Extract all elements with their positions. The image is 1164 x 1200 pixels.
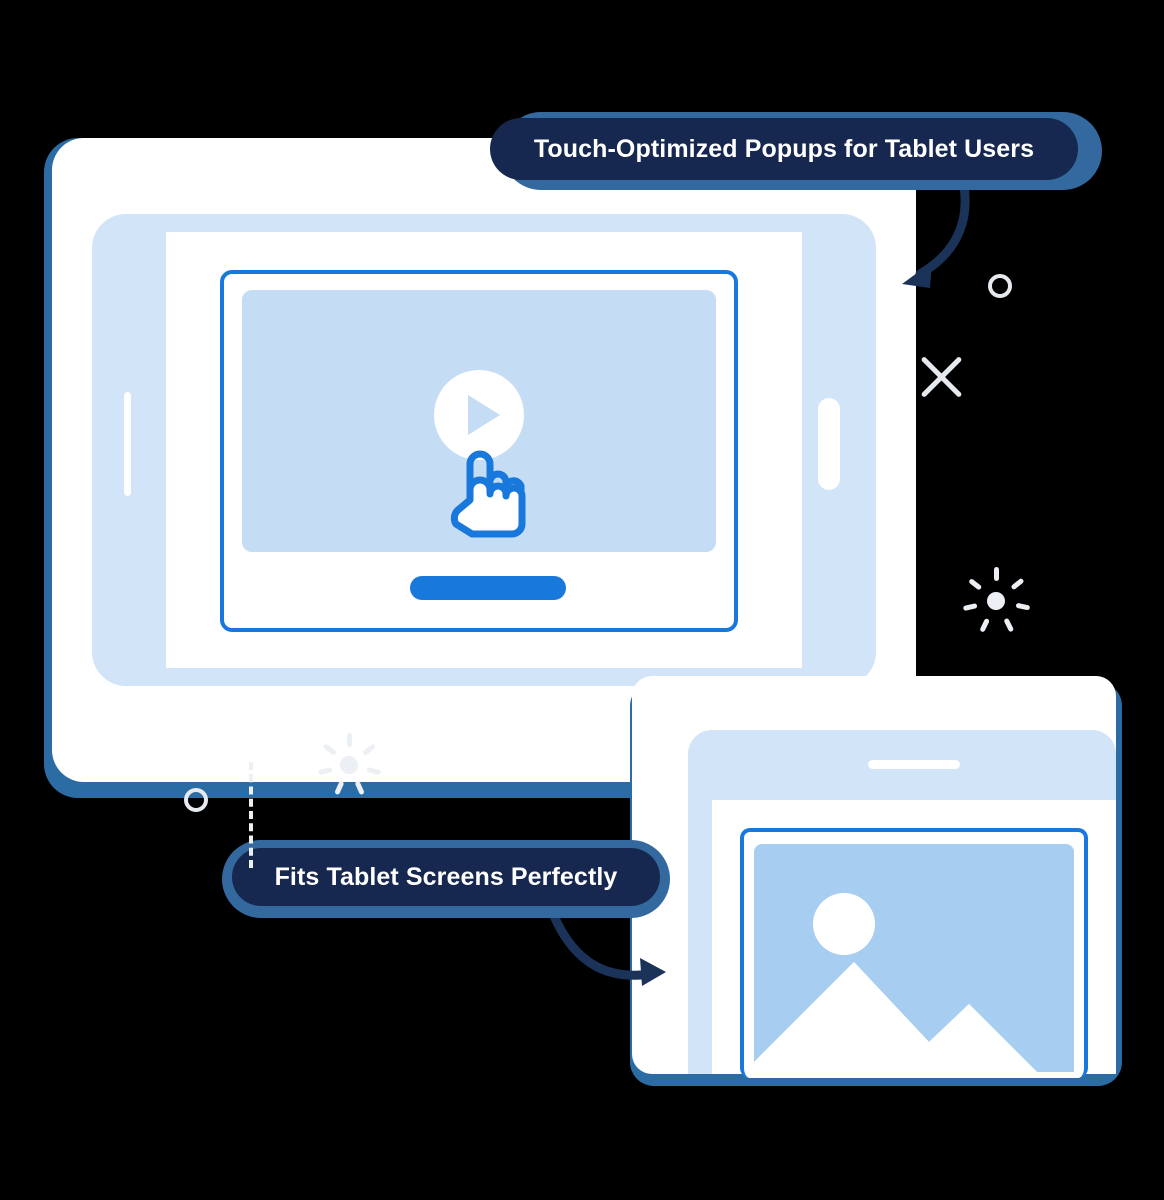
secondary-label-text: Fits Tablet Screens Perfectly — [274, 862, 618, 891]
tablet-popup-cta-button[interactable] — [410, 576, 566, 600]
sparkle-icon — [953, 558, 1039, 644]
primary-label-pill[interactable]: Touch-Optimized Popups for Tablet Users — [490, 118, 1078, 180]
curved-arrow-right-icon — [549, 911, 666, 986]
circle-outline-icon — [184, 788, 208, 812]
play-triangle-icon — [468, 395, 500, 435]
primary-label-text: Touch-Optimized Popups for Tablet Users — [533, 134, 1035, 163]
image-placeholder-icon — [754, 962, 1074, 1072]
dashed-connector-line — [249, 762, 253, 868]
phone-speaker-bar — [868, 760, 960, 769]
secondary-label-pill[interactable]: Fits Tablet Screens Perfectly — [232, 848, 660, 906]
sparkle-icon — [306, 722, 392, 808]
circle-outline-icon — [988, 274, 1012, 298]
tablet-left-indicator — [124, 392, 131, 496]
image-placeholder-sun-icon — [813, 893, 875, 955]
curved-arrow-down-left-icon — [902, 171, 970, 288]
hand-pointer-icon — [450, 450, 526, 538]
phone-popup-media-area — [754, 844, 1074, 1072]
tablet-right-button[interactable] — [818, 398, 840, 490]
cross-mark-icon — [914, 350, 968, 404]
